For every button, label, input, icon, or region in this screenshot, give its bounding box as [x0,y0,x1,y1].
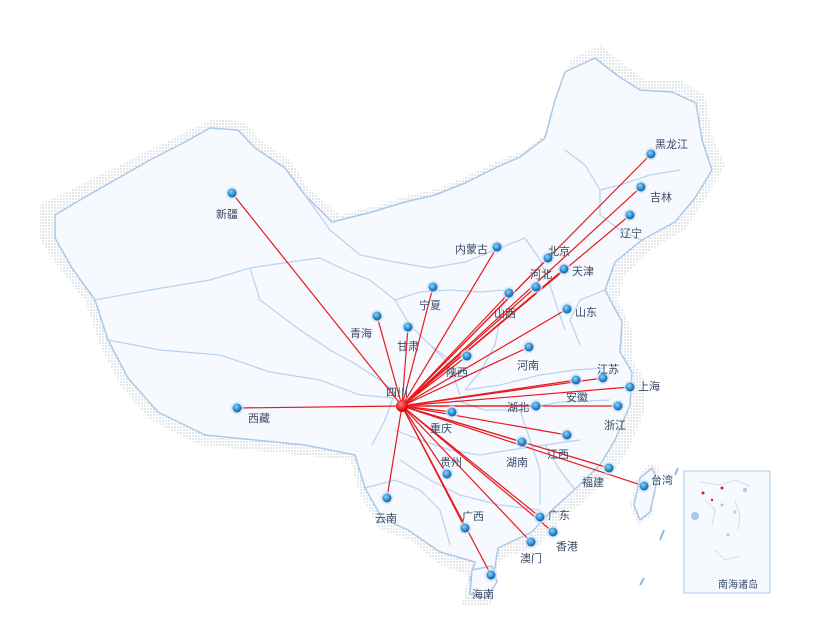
label-prov-53f06e7e: 台湾 [651,473,673,487]
marker-prov-53f06e7e[interactable] [639,481,649,491]
flow-line [401,355,468,407]
south-sea-inset: 南海诸岛 [683,470,771,594]
label-prov-5c71897f: 山西 [494,307,516,320]
flow-line [401,405,554,533]
flow-line [401,308,568,407]
flow-line [386,405,403,499]
flow-line [401,346,530,407]
label-prov-5c714e1c: 山东 [575,306,597,319]
label-prov-6cb35357: 河南 [517,359,539,372]
marker-prov-99996e2f[interactable] [548,527,558,537]
label-prov-59296d25: 天津 [572,265,594,278]
label-prov-5e7f4e1c: 广东 [548,509,570,522]
label-prov-5b895fbd: 安徽 [566,390,588,404]
province-borders [94,149,681,546]
flow-line [401,405,532,543]
marker-prov-798f5efa[interactable] [604,463,614,473]
marker-prov-5e7f897f[interactable] [460,523,470,533]
label-prov-97526d77: 青海 [350,326,372,340]
marker-prov-6d596c5f[interactable] [613,401,623,411]
label-prov-798f5efa: 福建 [582,475,604,489]
marker-prov-6fb395e8[interactable] [526,537,536,547]
label-prov-5b81590f: 宁夏 [419,298,441,312]
marker-prov-4e915357[interactable] [382,493,392,503]
label-prov-6d596c5f: 浙江 [604,419,626,432]
south-sea-dashes [639,467,679,586]
flow-line [401,405,448,475]
flow-line [401,186,642,407]
marker-prov-6cb35357[interactable] [524,342,534,352]
marker-prov-5185849953e4[interactable] [492,242,502,252]
label-prov-65b07586: 新疆 [216,207,238,221]
destination-markers [225,147,658,582]
flow-line [401,286,434,407]
marker-prov-6e565357[interactable] [517,437,527,447]
label-prov-6d775357: 海南 [472,587,494,601]
marker-prov-5b81590f[interactable] [428,282,438,292]
marker-prov-6d775357[interactable] [486,570,496,580]
marker-prov-5c714e1c[interactable] [562,304,572,314]
land [54,57,713,599]
label-prov-9655897f: 陕西 [446,365,468,379]
marker-prov-8fbd5b81[interactable] [625,210,635,220]
flow-line [401,286,537,407]
marker-prov-5b895fbd[interactable] [598,373,608,383]
label-prov-4e0a6d77: 上海 [638,379,660,393]
label-prov-8d355dde: 贵州 [440,456,462,469]
flow-line [401,405,610,469]
label-prov-54096797: 吉林 [650,190,672,204]
marker-prov-97526d77[interactable] [372,311,382,321]
marker-prov-5c71897f[interactable] [504,288,514,298]
marker-prov-91cd5e86[interactable] [447,407,457,417]
marker-prov-75188083[interactable] [403,322,413,332]
label-prov-8fbd5b81: 辽宁 [620,226,642,240]
marker-prov-6e565317[interactable] [531,401,541,411]
flow-line [401,326,409,407]
marker-prov-9ed19f996c5f[interactable] [646,149,656,159]
label-prov-53174eac: 北京 [548,244,570,258]
flow-line [401,257,549,407]
marker-prov-9655897f[interactable] [462,351,472,361]
label-prov-99996e2f: 香港 [556,540,578,553]
source-label: 四川 [386,386,408,399]
flow-line [401,386,631,407]
label-prov-91cd5e86: 重庆 [430,421,452,435]
marker-prov-65b07586[interactable] [227,188,237,198]
marker-prov-6cb35317[interactable] [531,282,541,292]
flow-line [401,377,604,407]
inset-label: 南海诸岛 [718,578,758,591]
label-prov-6e565357: 湖南 [506,456,528,469]
label-prov-4e915357: 云南 [375,512,397,525]
flow-line [401,292,510,407]
marker-prov-897f85cf[interactable] [232,403,242,413]
marker-prov-6c5f897f[interactable] [562,430,572,440]
marker-prov-8d355dde[interactable] [442,469,452,479]
label-prov-897f85cf: 西藏 [248,412,270,425]
flow-line [401,246,498,407]
marker-prov-4e0a6d77[interactable] [625,382,635,392]
label-prov-6cb35317: 河北 [530,268,552,281]
source-marker: 四川 [386,386,408,412]
label-prov-5e7f897f: 广西 [462,510,484,523]
label-prov-6c5f897f: 江西 [547,448,569,461]
marker-prov-6c5f82cf[interactable] [571,375,581,385]
marker-prov-53174eac[interactable] [543,253,553,263]
marker-prov-59296d25[interactable] [559,264,569,274]
label-prov-6fb395e8: 澳门 [520,551,542,565]
flow-line [231,192,403,407]
flow-line [401,405,568,436]
flow-line [376,315,403,407]
marker-prov-5e7f4e1c[interactable] [535,512,545,522]
label-prov-75188083: 甘肃 [397,340,419,353]
label-prov-6e565317: 湖北 [507,401,529,414]
flow-line [401,405,492,576]
label-prov-6c5f82cf: 江苏 [597,363,619,376]
flow-line [236,405,403,409]
label-prov-9ed19f996c5f: 黑龙江 [655,138,688,151]
marker-prov-54096797[interactable] [636,182,646,192]
label-prov-5185849953e4: 内蒙古 [455,242,488,256]
